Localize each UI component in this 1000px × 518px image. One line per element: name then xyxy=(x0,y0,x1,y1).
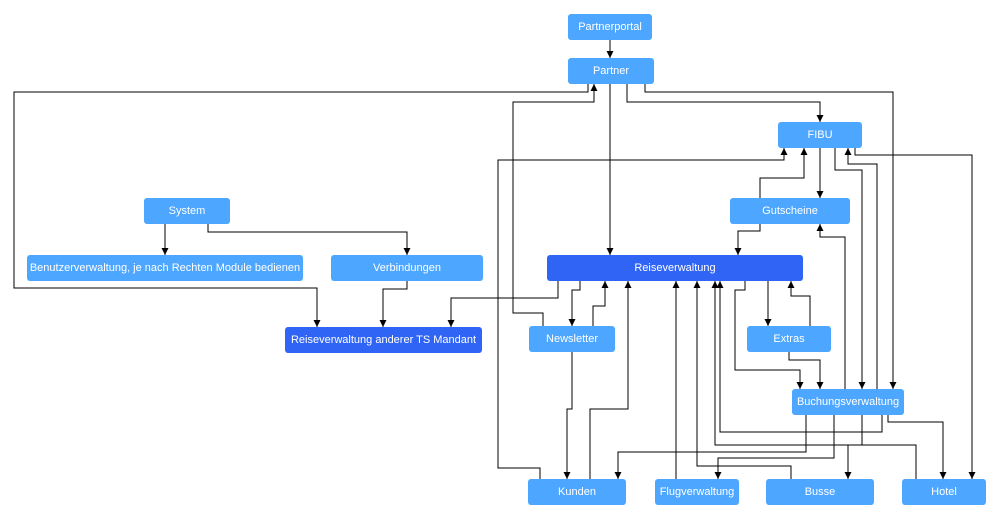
edge-busse-to-reiseverwaltung xyxy=(696,281,792,479)
node-partnerportal[interactable]: Partnerportal xyxy=(568,14,652,40)
arrowhead-flug-to-reiseverwaltung xyxy=(672,281,680,288)
edge-newsletter-to-kunden xyxy=(566,352,573,479)
node-buchungsverwaltung[interactable]: Buchungsverwaltung xyxy=(792,389,904,415)
arrowhead-buchung-to-hotel xyxy=(939,472,947,479)
arrowhead-newsletter-to-kunden xyxy=(563,472,571,479)
edge-buchung-to-kunden xyxy=(617,415,807,479)
edge-reiseverwaltung-to-buchung xyxy=(734,281,801,389)
edge-fibu-to-buchung xyxy=(834,148,863,389)
edge-gutscheine-to-reiseverwaltung xyxy=(737,224,761,255)
node-system[interactable]: System xyxy=(144,198,230,224)
arrowhead-fibu-to-buchung xyxy=(858,382,866,389)
edge-system-to-verbindungen xyxy=(207,224,408,255)
arrowhead-buchung-to-kunden xyxy=(614,472,622,479)
node-extras[interactable]: Extras xyxy=(747,326,831,352)
edge-extras-to-reiseverwaltung xyxy=(790,281,811,326)
arrowhead-buchung-to-kunden-reiseverwaltung xyxy=(716,281,724,288)
node-benutzerverwaltung[interactable]: Benutzerverwaltung, je nach Rechten Modu… xyxy=(27,255,303,281)
arrowhead-kunden-to-fibu xyxy=(780,148,788,155)
edge-buchung-to-fibu xyxy=(847,148,878,389)
arrowhead-extras-to-reiseverwaltung xyxy=(787,281,795,288)
node-fibu[interactable]: FIBU xyxy=(778,122,862,148)
node-verbindungen[interactable]: Verbindungen xyxy=(331,255,483,281)
arrowhead-gutscheine-to-reiseverwaltung xyxy=(734,248,742,255)
node-busse[interactable]: Busse xyxy=(766,479,874,505)
arrowhead-hotel-to-reiseverwaltung xyxy=(711,281,719,288)
edge-buchung-to-kunden-reiseverwaltung xyxy=(719,281,883,433)
arrowhead-gutscheine-to-fibu xyxy=(800,148,808,155)
arrowhead-reiseverwaltung-to-extras xyxy=(764,319,772,326)
arrowhead-partner-to-reiseverwaltung xyxy=(606,248,614,255)
edge-kunden-to-fibu xyxy=(497,148,785,479)
edge-reiseverwaltung-to-newsletter xyxy=(571,281,581,326)
arrowhead-buchung-to-fibu xyxy=(844,148,852,155)
arrowhead-fibu-to-gutscheine xyxy=(816,191,824,198)
node-newsletter[interactable]: Newsletter xyxy=(529,326,615,352)
arrowhead-verbindungen-to-mandant xyxy=(379,320,387,327)
edge-extras-to-buchung xyxy=(788,352,821,389)
arrowhead-portal-to-partner xyxy=(606,51,614,58)
edge-partner-to-fibu xyxy=(626,84,821,122)
arrowhead-reiseverwaltung-to-newsletter xyxy=(568,319,576,326)
node-reiseverwaltung[interactable]: Reiseverwaltung xyxy=(547,255,803,281)
edge-gutscheine-to-fibu xyxy=(759,148,805,198)
arrowhead-fibu-to-hotel xyxy=(968,472,976,479)
edge-kunden-to-reiseverwaltung xyxy=(589,281,629,479)
edge-buchung-to-gutscheine xyxy=(819,224,846,389)
node-reiseverwaltung-mandant[interactable]: Reiseverwaltung anderer TS Mandant xyxy=(285,327,482,353)
arrowhead-partner-to-buchungsverwaltung xyxy=(889,382,897,389)
edge-verbindungen-to-mandant xyxy=(382,281,408,327)
arrowhead-partner-to-mandant xyxy=(313,320,321,327)
arrowhead-partner-to-fibu xyxy=(816,115,824,122)
edge-partner-to-mandant xyxy=(13,84,589,327)
arrowhead-system-to-benutzerverwaltung xyxy=(161,248,169,255)
arrowhead-extras-to-buchung xyxy=(816,382,824,389)
edge-newsletter-to-reiseverwaltung xyxy=(592,281,606,326)
edge-buchung-to-busse xyxy=(847,415,863,479)
edge-partner-to-buchungsverwaltung xyxy=(644,84,894,389)
edge-newsletter-to-partner xyxy=(512,84,595,326)
node-hotel[interactable]: Hotel xyxy=(902,479,986,505)
edge-buchung-to-hotel xyxy=(887,415,944,479)
arrowhead-system-to-verbindungen xyxy=(403,248,411,255)
arrowhead-newsletter-to-reiseverwaltung xyxy=(601,281,609,288)
arrowhead-buchung-to-gutscheine xyxy=(816,224,824,231)
arrowhead-reiseverwaltung-to-mandant xyxy=(447,320,455,327)
node-partner[interactable]: Partner xyxy=(568,58,654,84)
node-flugverwaltung[interactable]: Flugverwaltung xyxy=(655,479,739,505)
arrowhead-kunden-to-reiseverwaltung xyxy=(624,281,632,288)
arrowhead-busse-to-reiseverwaltung xyxy=(693,281,701,288)
arrowhead-buchung-to-busse xyxy=(844,472,852,479)
edge-fibu-to-hotel xyxy=(854,148,973,479)
arrowhead-reiseverwaltung-to-buchung xyxy=(796,382,804,389)
edge-hotel-to-reiseverwaltung xyxy=(714,281,917,479)
edge-reiseverwaltung-to-mandant xyxy=(450,281,559,327)
arrowhead-buchung-to-flug xyxy=(714,472,722,479)
edge-buchung-to-flug xyxy=(717,415,835,479)
node-kunden[interactable]: Kunden xyxy=(528,479,626,505)
arrowhead-newsletter-to-partner xyxy=(590,84,598,91)
node-gutscheine[interactable]: Gutscheine xyxy=(730,198,850,224)
